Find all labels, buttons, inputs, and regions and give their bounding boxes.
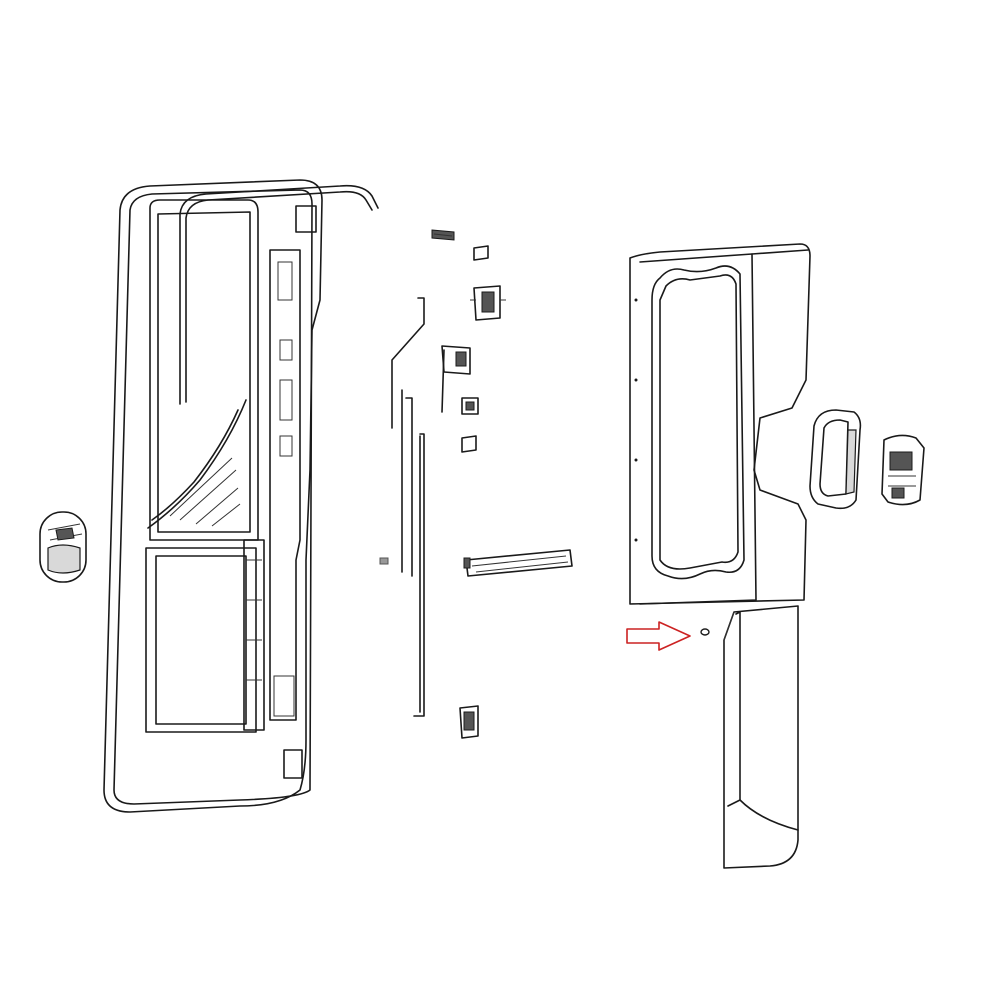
- door-gasket-tube: [179, 184, 379, 405]
- small-pin-part: [379, 557, 389, 565]
- door-handle-part: [809, 409, 862, 510]
- hinge-bracket-upper: [470, 285, 506, 321]
- lamp-cover-part: [39, 511, 87, 583]
- handle-bar-part: [463, 549, 573, 577]
- hinge-bracket-lower: [459, 705, 479, 739]
- door-inner-liner: [103, 179, 323, 813]
- door-outer-panel: [629, 243, 811, 605]
- arrow-right-icon: [626, 621, 691, 651]
- bracket-with-pin: [441, 345, 471, 413]
- small-clip-part-1: [431, 229, 455, 241]
- latch-assembly-part: [881, 434, 925, 506]
- connecting-rods: [391, 297, 425, 717]
- small-cap-part: [461, 435, 477, 453]
- highlighted-washer-part: [700, 628, 710, 636]
- small-clip-part-2: [473, 245, 489, 261]
- lower-cover-panel: [723, 605, 799, 869]
- small-bracket-part: [461, 397, 479, 415]
